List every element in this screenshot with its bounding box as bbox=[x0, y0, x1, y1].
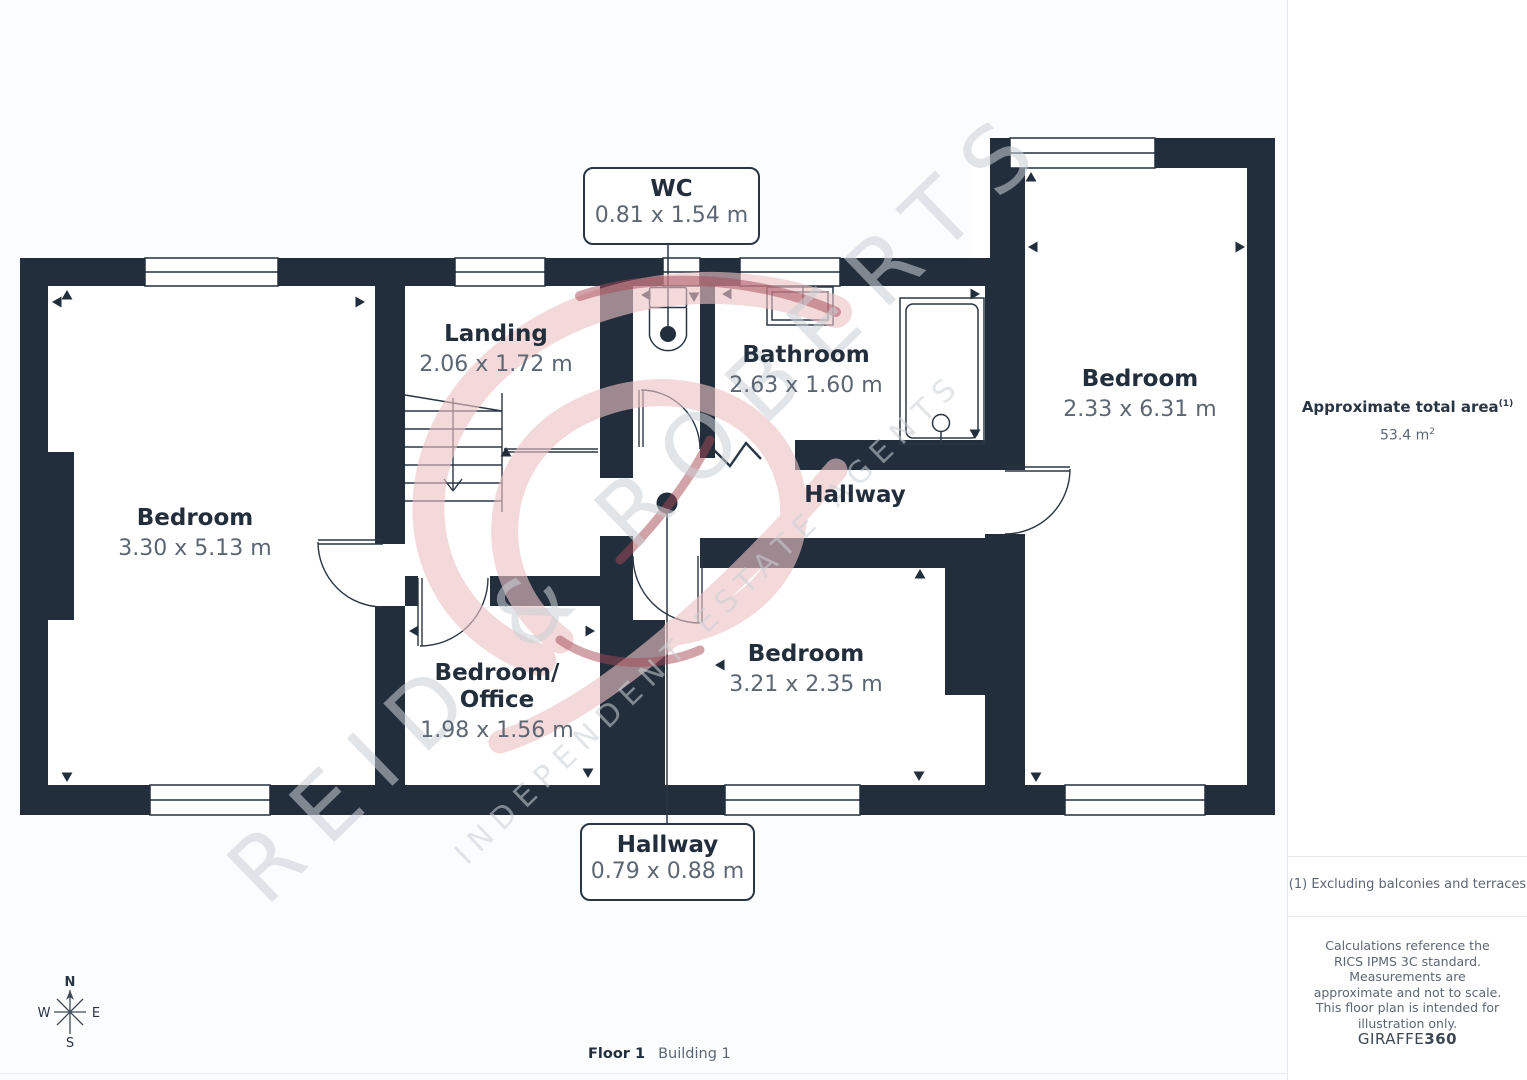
square-sup: 2 bbox=[1429, 427, 1435, 437]
building-label: Building 1 bbox=[658, 1046, 731, 1062]
compass-w: W bbox=[38, 1006, 51, 1021]
callout-name: WC bbox=[650, 176, 693, 202]
door-right-bedroom bbox=[1004, 466, 1071, 535]
room-label-hallway: Hallway bbox=[804, 481, 906, 510]
compass-s: S bbox=[66, 1036, 74, 1051]
room-name: Bedroom bbox=[136, 505, 254, 531]
room-label-bedroom-bottom: Bedroom 3.21 x 2.35 m bbox=[729, 640, 882, 698]
room-label-bedroom-office: Bedroom/ Office 1.98 x 1.56 m bbox=[420, 659, 573, 744]
info-sidebar: Approximate total area(1) 53.4 m2 (1) Ex… bbox=[1287, 0, 1527, 1080]
radiator-icon bbox=[713, 441, 762, 468]
total-area-label: Approximate total area(1) bbox=[1301, 398, 1514, 416]
room-dims: 2.33 x 6.31 m bbox=[1063, 396, 1217, 422]
callout-name: Hallway bbox=[616, 832, 719, 858]
room-name: Bedroom bbox=[1081, 366, 1199, 392]
room-name: Bathroom bbox=[742, 342, 870, 368]
room-name: Office bbox=[459, 686, 535, 713]
callout-wc: WC 0.81 x 1.54 m bbox=[583, 167, 760, 245]
room-label-bedroom-left: Bedroom 3.30 x 5.13 m bbox=[118, 504, 271, 562]
room-dims: 2.06 x 1.72 m bbox=[419, 351, 573, 377]
total-area-value: 53.4 m2 bbox=[1380, 427, 1435, 444]
compass-n: N bbox=[65, 975, 76, 990]
room-dims: 3.21 x 2.35 m bbox=[729, 671, 883, 697]
door-left-bedroom bbox=[317, 539, 384, 608]
room-name: Landing bbox=[444, 321, 548, 347]
brand-number: 360 bbox=[1424, 1030, 1458, 1048]
brand-logo: GIRAFFE360 bbox=[1288, 1030, 1527, 1048]
window-icon bbox=[454, 257, 546, 287]
room-label-landing: Landing 2.06 x 1.72 m bbox=[419, 320, 572, 378]
room-name: Bedroom bbox=[747, 641, 865, 667]
room-name: Hallway bbox=[804, 482, 906, 508]
window-icon bbox=[724, 784, 861, 816]
window-icon bbox=[1064, 784, 1206, 816]
disclaimer-text: Calculations reference the RICS IPMS 3C … bbox=[1313, 938, 1502, 1031]
window-icon bbox=[149, 784, 271, 816]
window-icon bbox=[1009, 137, 1156, 169]
room-dims: 2.63 x 1.60 m bbox=[729, 372, 883, 398]
floor-caption: Floor 1 Building 1 bbox=[588, 1046, 731, 1062]
callout-dims: 0.81 x 1.54 m bbox=[594, 203, 749, 228]
footnote-text: (1) Excluding balconies and terraces bbox=[1288, 877, 1527, 892]
room-dims: 1.98 x 1.56 m bbox=[420, 717, 574, 743]
sidebar-divider bbox=[1288, 916, 1527, 917]
callout-hallway: Hallway 0.79 x 0.88 m bbox=[580, 823, 755, 901]
room-label-bathroom: Bathroom 2.63 x 1.60 m bbox=[729, 341, 882, 399]
room-dims: 3.30 x 5.13 m bbox=[118, 535, 272, 561]
brand-name: GIRAFFE bbox=[1357, 1030, 1425, 1048]
sidebar-divider bbox=[1288, 856, 1527, 857]
callout-dims: 0.79 x 0.88 m bbox=[590, 859, 745, 884]
bottom-divider bbox=[0, 1073, 1287, 1074]
compass-icon: N S W E bbox=[38, 975, 101, 1051]
compass-e: E bbox=[92, 1006, 100, 1021]
room-label-bedroom-right: Bedroom 2.33 x 6.31 m bbox=[1063, 365, 1216, 423]
window-icon bbox=[144, 257, 279, 287]
room-name: Bedroom/ bbox=[434, 660, 560, 686]
bathtub-icon bbox=[899, 297, 985, 445]
total-area-block: Approximate total area(1) 53.4 m2 bbox=[1288, 398, 1527, 444]
floor-label: Floor 1 bbox=[588, 1046, 646, 1062]
footnote-marker: (1) bbox=[1498, 399, 1514, 409]
